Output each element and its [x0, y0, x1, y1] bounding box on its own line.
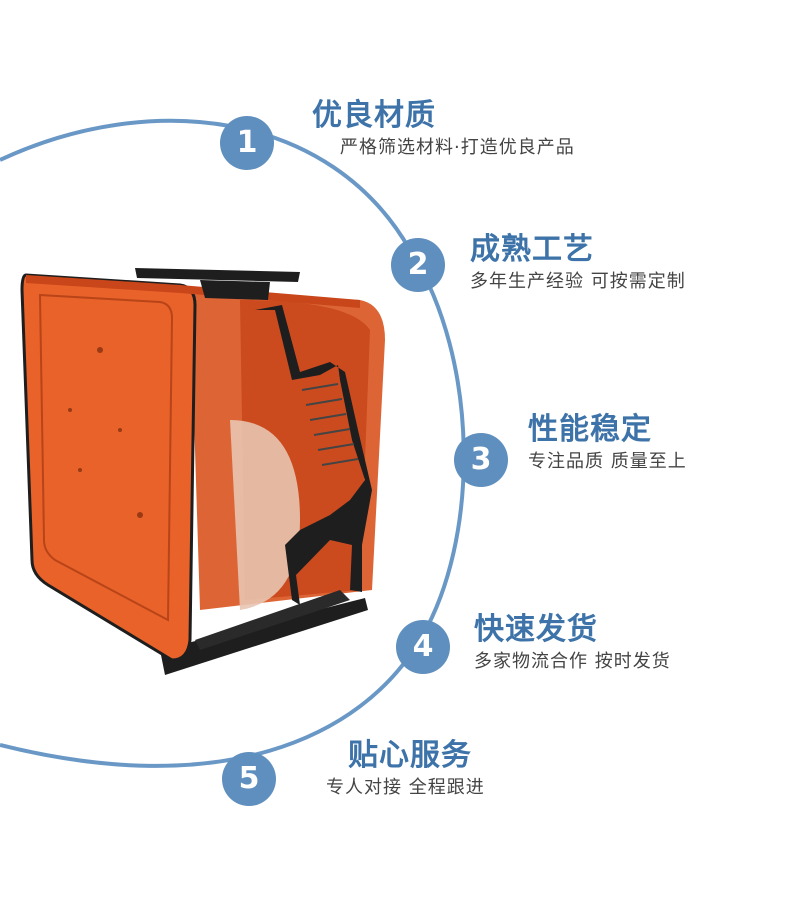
feature-4: 快速发货 多家物流合作 按时发货: [474, 612, 671, 674]
feature-subtitle: 多家物流合作 按时发货: [474, 651, 671, 672]
feature-title: 快速发货: [474, 612, 598, 647]
feature-subtitle: 多年生产经验 可按需定制: [470, 271, 686, 292]
feature-2: 成熟工艺 多年生产经验 可按需定制: [470, 232, 686, 294]
feature-subtitle: 专注品质 质量至上: [528, 451, 687, 472]
step-badge-2: 2: [391, 238, 445, 292]
product-image: [20, 268, 385, 675]
feature-subtitle: 专人对接 全程跟进: [326, 777, 485, 798]
feature-title: 贴心服务: [348, 738, 472, 773]
step-badge-5: 5: [222, 752, 276, 806]
feature-title: 成熟工艺: [470, 232, 594, 267]
feature-title: 性能稳定: [528, 412, 652, 447]
feature-3: 性能稳定 专注品质 质量至上: [528, 412, 687, 474]
feature-5: 贴心服务 专人对接 全程跟进: [326, 738, 485, 800]
step-badge-4: 4: [396, 620, 450, 674]
step-badge-3: 3: [454, 433, 508, 487]
feature-subtitle: 严格筛选材料·打造优良产品: [340, 137, 575, 158]
feature-1: 优良材质 严格筛选材料·打造优良产品: [312, 98, 575, 160]
step-badge-1: 1: [220, 116, 274, 170]
feature-title: 优良材质: [312, 98, 436, 133]
